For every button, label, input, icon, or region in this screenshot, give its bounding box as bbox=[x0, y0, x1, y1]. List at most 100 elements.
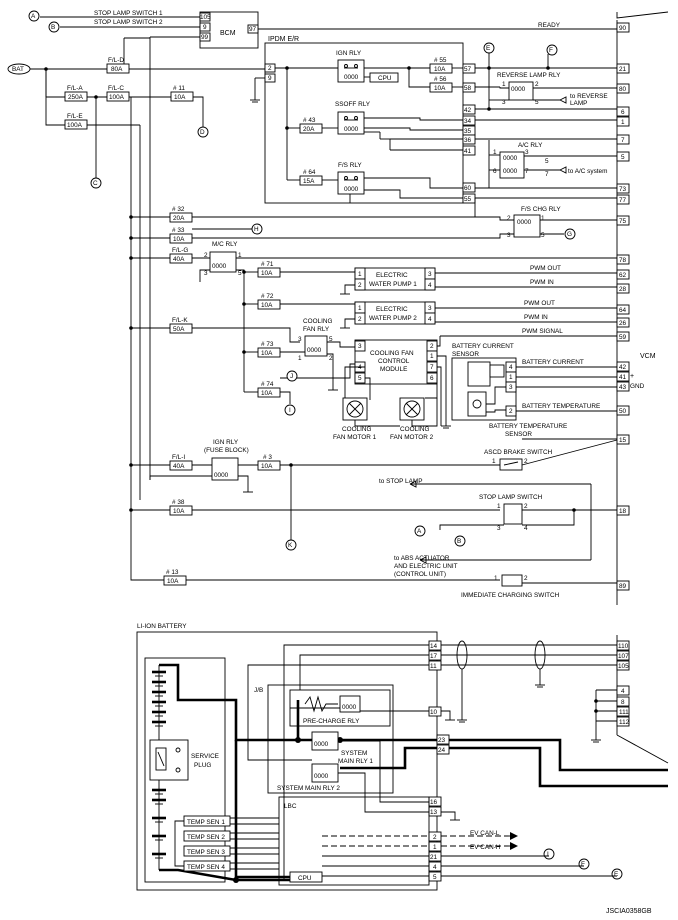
pin-label: 9 bbox=[203, 24, 207, 31]
pin-label: 42 bbox=[464, 107, 472, 114]
jb-label: J/B bbox=[254, 687, 263, 694]
connector-label: A bbox=[31, 13, 36, 20]
pin-label: 3 bbox=[358, 343, 362, 350]
connector-label: E bbox=[614, 871, 618, 878]
connector-label: B bbox=[51, 24, 55, 31]
connector-e-top bbox=[483, 42, 495, 54]
pin-label: 21 bbox=[619, 66, 627, 73]
pin-label: 3 bbox=[428, 305, 432, 312]
pin-label: 57 bbox=[464, 66, 472, 73]
pin-label: 6 bbox=[621, 109, 625, 116]
pin-label: 1 bbox=[433, 844, 437, 851]
to-stop-lamp-label: to STOP LAMP bbox=[379, 478, 422, 485]
connector-i-bottom bbox=[543, 848, 555, 860]
connector-g bbox=[564, 228, 576, 240]
pin-label: 1 bbox=[358, 305, 362, 312]
fuse-name: # 13 bbox=[166, 569, 179, 576]
fuse-amp: 40A bbox=[173, 256, 185, 263]
pin-label: 7 bbox=[621, 137, 625, 144]
pin-label: 10 bbox=[430, 709, 438, 716]
fuse-name: # 72 bbox=[261, 293, 274, 300]
connector-label: F bbox=[549, 47, 553, 54]
ssoff-rly-label: SSOFF RLY bbox=[335, 101, 371, 108]
fuse-name: F/L-A bbox=[67, 85, 83, 92]
pin-label: 73 bbox=[619, 186, 627, 193]
connector-label: D bbox=[200, 129, 205, 136]
abs-label-3: (CONTROL UNIT) bbox=[394, 571, 446, 578]
pin-label: 59 bbox=[619, 334, 627, 341]
pin-label: 80 bbox=[619, 86, 627, 93]
pin-label: 36 bbox=[464, 137, 472, 144]
fuse-name: F/L-G bbox=[172, 247, 188, 254]
ascd-label: ASCD BRAKE SWITCH bbox=[484, 449, 553, 456]
pin-label: 5 bbox=[238, 270, 242, 277]
pin-label: 75 bbox=[619, 218, 627, 225]
pin-label: 9 bbox=[268, 75, 272, 82]
ipdm-outputs: REVERSE LAMP RLY 0000 1 2 3 5 to REVERSE… bbox=[475, 52, 617, 199]
cfcm-label-2: CONTROL bbox=[378, 358, 410, 365]
reverse-lamp-rly bbox=[508, 81, 534, 101]
pin-label: 5 bbox=[621, 154, 625, 161]
pin-label: 3 bbox=[428, 271, 432, 278]
mc-rly bbox=[209, 251, 237, 273]
vcm-label: VCM bbox=[640, 353, 656, 360]
svg-text:0000: 0000 bbox=[503, 168, 518, 175]
pin-label: 1 bbox=[298, 355, 302, 362]
temp-sen-2-label: TEMP SEN 2 bbox=[187, 834, 225, 841]
pin-label: 13 bbox=[430, 809, 438, 816]
pin-label: 17 bbox=[430, 653, 438, 660]
pwm-out-label: PWM OUT bbox=[530, 265, 561, 272]
pin-label: 55 bbox=[464, 196, 472, 203]
pin-label: 1 bbox=[430, 353, 434, 360]
connector-b-mid bbox=[454, 535, 466, 547]
pin-label: 2 bbox=[509, 408, 513, 415]
pin-label: 1 bbox=[541, 215, 545, 222]
pin-label: 16 bbox=[430, 799, 438, 806]
pin-label: 50 bbox=[619, 408, 627, 415]
bat-section: BAT F/L-D 80A F/L-A 250A F/L-C 100A F/L-… bbox=[7, 37, 265, 500]
pin-label: 5 bbox=[358, 375, 362, 382]
fuse-name: # 32 bbox=[172, 206, 185, 213]
plus-label: + bbox=[630, 373, 634, 380]
fuse-amp: 20A bbox=[303, 126, 315, 133]
pin-label: 1 bbox=[497, 503, 501, 510]
vcm-pins: 90 21 80 6 1 7 5 73 77 75 78 62 28 64 26… bbox=[616, 22, 630, 727]
fuse-amp: 15A bbox=[303, 178, 315, 185]
pin-label: 6 bbox=[430, 375, 434, 382]
pin-label: 2 bbox=[524, 503, 528, 510]
pin-label: 77 bbox=[619, 197, 627, 204]
cfcm-label-3: MODULE bbox=[380, 366, 407, 373]
immediate-label: IMMEDIATE CHARGING SWITCH bbox=[461, 592, 560, 599]
service-plug-label-2: PLUG bbox=[194, 762, 211, 769]
pin-label: 89 bbox=[619, 583, 627, 590]
service-plug bbox=[149, 739, 189, 781]
fuse-amp: 10A bbox=[261, 390, 273, 397]
fuse-amp: 100A bbox=[67, 122, 83, 129]
pin-label: 35 bbox=[464, 128, 472, 135]
connector-h bbox=[251, 223, 263, 235]
connector-i-mid bbox=[284, 404, 296, 416]
stop-lamp-switch-1-label: STOP LAMP SWITCH 1 bbox=[94, 10, 163, 17]
pin-label: 3 bbox=[502, 99, 506, 106]
fuse-amp: 10A bbox=[261, 463, 273, 470]
pre-charge-label: PRE-CHARGE RLY bbox=[303, 718, 360, 725]
stop-lamp-switch-2-label: STOP LAMP SWITCH 2 bbox=[94, 19, 163, 26]
connector-label: I bbox=[547, 851, 549, 858]
pin-label: 2 bbox=[268, 65, 272, 72]
pin-label: 62 bbox=[619, 272, 627, 279]
pwm-out-label: PWM OUT bbox=[524, 300, 555, 307]
to-reverse-lamp-label-2: LAMP bbox=[570, 100, 587, 107]
fuse-name: # 64 bbox=[303, 169, 316, 176]
fuse-amp: 10A bbox=[173, 508, 185, 515]
ewp1-label-1: ELECTRIC bbox=[376, 272, 408, 279]
svg-text:0000: 0000 bbox=[517, 219, 532, 226]
ign-rly-fb-label-1: IGN RLY bbox=[213, 439, 239, 446]
connector-d bbox=[197, 126, 209, 138]
pin-label: 4 bbox=[428, 282, 432, 289]
pin-label: 1 bbox=[621, 119, 625, 126]
pin-label: 4 bbox=[358, 364, 362, 371]
pin-label: 5 bbox=[329, 336, 333, 343]
abs-label-2: AND ELECTRIC UNIT bbox=[394, 563, 458, 570]
svg-text:0000: 0000 bbox=[212, 263, 227, 270]
